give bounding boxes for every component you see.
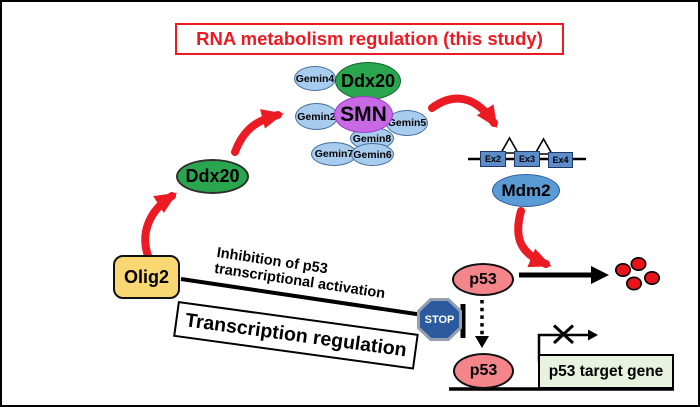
node-gemin5: Gemin5: [386, 110, 428, 136]
red-arrow-ddx20-to-complex-icon: [231, 109, 284, 156]
degradation-arrowhead-icon: [591, 266, 609, 284]
blocked-x-icon: [552, 324, 575, 345]
node-smn: SMN: [334, 96, 393, 133]
node-p53-lower: p53: [453, 353, 514, 389]
splice-triangle-icon: [533, 137, 554, 155]
degraded-fragment-dot-icon: [643, 270, 660, 285]
node-gemin2: Gemin2: [295, 103, 338, 130]
red-arrow-mdm2-to-degradation-icon: [514, 207, 552, 268]
red-arrow-complex-to-exons-icon: [428, 94, 498, 128]
inhibition-line: [180, 277, 444, 320]
transcription-arrowhead-icon: [588, 329, 598, 341]
node-gemin7: Gemin7: [311, 142, 357, 166]
degraded-fragment-dot-icon: [614, 262, 631, 277]
node-gemin6: Gemin6: [351, 143, 394, 166]
stop-sign-label: STOP: [420, 301, 459, 338]
degraded-fragment-dot-icon: [625, 276, 642, 291]
node-ddx20-complex: Ddx20: [335, 62, 401, 100]
red-arrow-olig2-to-ddx20-icon: [141, 192, 178, 260]
node-gemin4: Gemin4: [294, 66, 336, 91]
dotted-arrowhead-icon: [475, 336, 489, 348]
figure-title: RNA metabolism regulation (this study): [175, 23, 564, 55]
p53-target-gene-box: p53 target gene: [538, 354, 674, 389]
exon-box-ex3: Ex3: [514, 151, 540, 167]
exon-box-ex4: Ex4: [548, 152, 573, 168]
node-mdm2: Mdm2: [492, 174, 560, 207]
splice-triangle-icon: [499, 136, 520, 154]
stop-sign-icon: STOP: [417, 298, 462, 341]
transcription-start-arrow: [537, 333, 588, 362]
node-ddx20: Ddx20: [176, 159, 249, 194]
node-olig2: Olig2: [113, 255, 180, 299]
node-p53-upper: p53: [452, 263, 514, 296]
exon-box-ex2: Ex2: [480, 151, 506, 167]
degraded-fragment-dot-icon: [630, 257, 647, 272]
